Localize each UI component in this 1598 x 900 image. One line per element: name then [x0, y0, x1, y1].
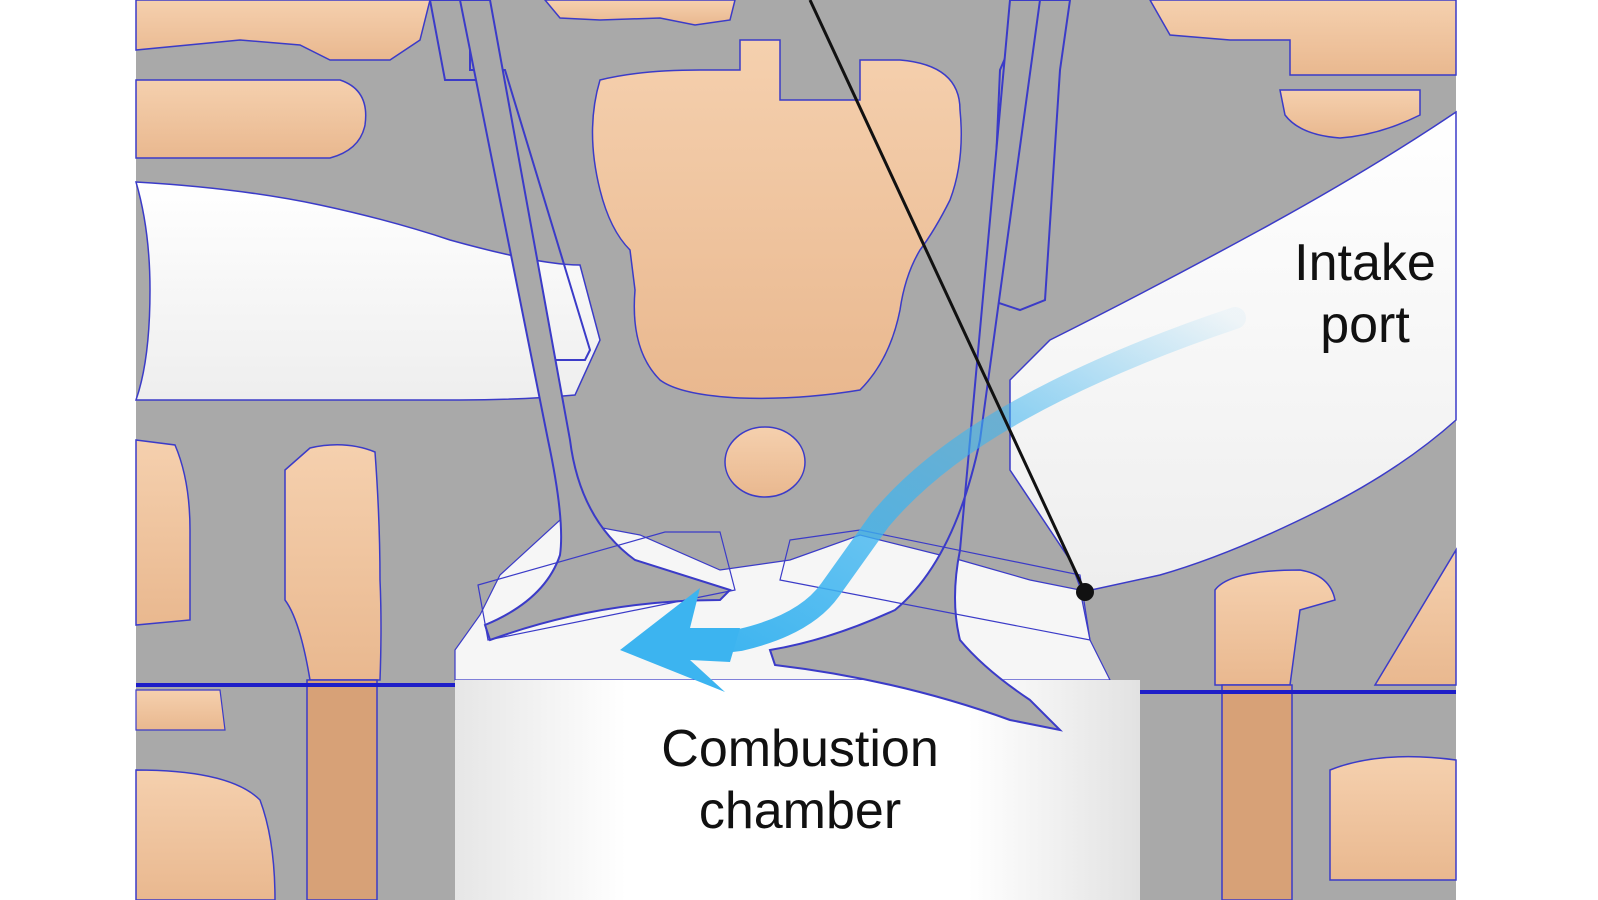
flow-arrow-head [620, 588, 740, 692]
coolant-jacket-lower-left-2 [284, 444, 382, 681]
exhaust-port [134, 181, 601, 401]
exhaust-valve [458, 0, 732, 642]
intake-port-label: Intake port [1270, 232, 1460, 357]
combustion-label-line-2: chamber [698, 782, 902, 841]
leader-line [808, 0, 1087, 593]
coolant-jacket-left-bar [135, 79, 367, 159]
coolant-jacket-top-right [1149, 0, 1457, 76]
coolant-jacket-right-notch [1279, 89, 1421, 139]
coolant-jacket-top-left [135, 0, 431, 61]
left-margin [0, 0, 136, 900]
coolant-jacket-lower-right-1 [1214, 569, 1336, 686]
coolant-jacket-lower-left-3 [135, 769, 276, 900]
coolant-jacket-lower-left-4 [135, 689, 226, 731]
right-margin [1456, 0, 1598, 900]
intake-label-line-1: Intake [1294, 234, 1436, 292]
intake-port [1009, 110, 1457, 593]
coolant-jacket-lower-right-3 [1329, 755, 1457, 881]
bolt-channel-left [306, 679, 378, 900]
coolant-jacket-lower-left-1 [135, 439, 191, 626]
coolant-jacket-top-mid [544, 0, 736, 26]
exhaust-valve-seat [477, 531, 736, 641]
coolant-jacket-lower-right-2 [1373, 547, 1457, 686]
intake-valve-guide [988, 0, 1072, 312]
intake-valve-seat [779, 529, 1091, 641]
intake-valve [768, 0, 1064, 732]
leader-dot [1076, 583, 1094, 601]
coolant-passage-small [724, 426, 806, 498]
combustion-label-line-1: Combustion [661, 720, 939, 778]
combustion-chamber-label: Combustion chamber [600, 718, 1000, 843]
intake-label-line-2: port [1320, 296, 1410, 355]
bolt-channel-right [1221, 684, 1293, 900]
flow-arrow-body [689, 307, 1246, 656]
